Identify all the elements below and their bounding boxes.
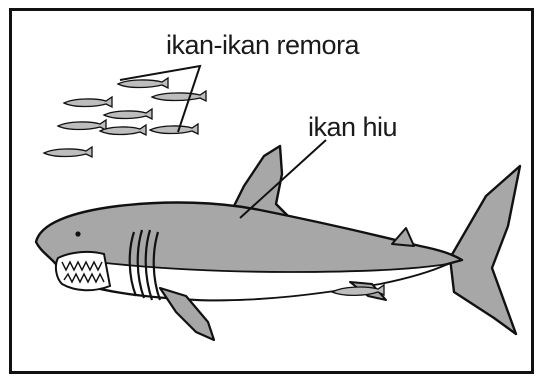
shark-label: ikan hiu: [308, 112, 397, 143]
remora-fish: [150, 124, 198, 134]
remora-fish: [64, 97, 112, 107]
remora-fish: [58, 120, 106, 130]
remora-fish: [44, 147, 92, 157]
shark-second-dorsal-fin: [392, 228, 414, 246]
shark-mouth: [56, 252, 110, 290]
shark: [36, 146, 520, 340]
remora-fish: [100, 125, 146, 135]
remora-fish: [152, 91, 206, 101]
shark-tail-fin: [450, 166, 520, 334]
remora-school: [44, 78, 206, 157]
remora-label: ikan-ikan remora: [166, 30, 359, 61]
remora-fish: [104, 109, 152, 119]
shark-eye: [75, 231, 80, 236]
